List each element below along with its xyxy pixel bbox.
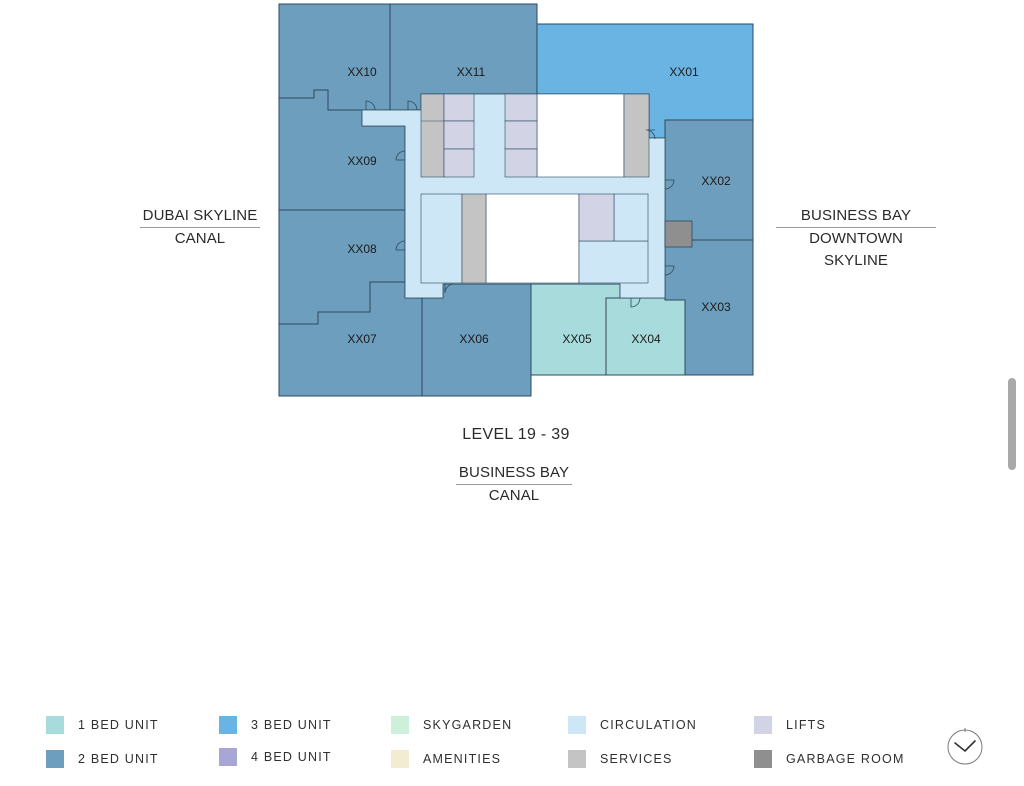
service-shaft [623, 93, 650, 178]
unit-label-xx09: XX09 [347, 154, 377, 168]
legend-item: LIFTS [754, 716, 826, 734]
lift [578, 193, 615, 242]
legend-swatch [46, 716, 64, 734]
legend-item: SKYGARDEN [391, 716, 512, 734]
view-east-top: BUSINESS BAY [776, 205, 936, 228]
legend-swatch [568, 750, 586, 768]
lift [504, 93, 538, 122]
legend-swatch [219, 748, 237, 766]
view-west-top: DUBAI SKYLINE [140, 205, 260, 228]
circulation-room [578, 240, 649, 284]
circulation-room [420, 193, 463, 284]
unit-label-xx06: XX06 [459, 332, 489, 346]
unit-label-xx07: XX07 [347, 332, 377, 346]
legend-swatch [391, 716, 409, 734]
lift [443, 148, 475, 178]
lift [443, 93, 475, 122]
legend-item: 1 BED UNIT [46, 716, 159, 734]
void-north [536, 93, 625, 178]
circulation-room [613, 193, 649, 242]
lift [443, 120, 475, 150]
service-shaft [420, 93, 445, 178]
compass-icon[interactable] [946, 728, 984, 766]
legend-swatch [219, 716, 237, 734]
view-south-bottom: CANAL [488, 487, 540, 504]
garbage-room [664, 220, 693, 248]
view-east-bottom: DOWNTOWN SKYLINE [809, 230, 903, 269]
view-south-top: BUSINESS BAY [456, 462, 572, 485]
legend-label: CIRCULATION [600, 718, 698, 732]
legend-label: LIFTS [786, 718, 827, 732]
service-shaft [461, 193, 487, 284]
legend-item: CIRCULATION [568, 716, 697, 734]
vertical-scrollbar[interactable] [1008, 378, 1016, 470]
legend-swatch [754, 716, 772, 734]
legend-item: 3 BED UNIT [219, 716, 332, 734]
legend-label: 1 BED UNIT [78, 718, 159, 732]
view-label-south: BUSINESS BAY CANAL [456, 462, 572, 507]
unit-xx10[interactable] [278, 3, 391, 111]
unit-label-xx03: XX03 [701, 300, 731, 314]
unit-label-xx08: XX08 [347, 242, 377, 256]
legend-swatch [391, 750, 409, 768]
unit-label-xx04: XX04 [631, 332, 661, 346]
view-label-east: BUSINESS BAY DOWNTOWN SKYLINE [776, 205, 936, 272]
legend-label: 2 BED UNIT [78, 752, 159, 766]
unit-label-xx02: XX02 [701, 174, 731, 188]
legend-item: AMENITIES [391, 750, 501, 768]
unit-label-xx11: XX11 [457, 65, 486, 79]
legend-label: SERVICES [600, 752, 673, 766]
legend-item: 4 BED UNIT [219, 748, 332, 766]
unit-label-xx10: XX10 [347, 65, 377, 79]
legend-swatch [754, 750, 772, 768]
unit-label-xx01: XX01 [669, 65, 699, 79]
unit-label-xx05: XX05 [562, 332, 592, 346]
legend-item: 2 BED UNIT [46, 750, 159, 768]
legend-label: 4 BED UNIT [251, 750, 332, 764]
view-west-bottom: CANAL [174, 230, 226, 247]
void-south [485, 193, 580, 284]
legend-label: SKYGARDEN [423, 718, 513, 732]
legend-item: GARBAGE ROOM [754, 750, 905, 768]
view-label-west: DUBAI SKYLINE CANAL [140, 205, 260, 250]
two-bed-units [278, 3, 754, 397]
legend-label: 3 BED UNIT [251, 718, 332, 732]
lift [504, 148, 538, 178]
legend-label: GARBAGE ROOM [786, 752, 905, 766]
legend-swatch [568, 716, 586, 734]
level-title: LEVEL 19 - 39 [462, 426, 570, 443]
legend-label: AMENITIES [423, 752, 502, 766]
door-swings [365, 100, 675, 308]
lift [504, 120, 538, 150]
legend-item: SERVICES [568, 750, 673, 768]
legend-swatch [46, 750, 64, 768]
